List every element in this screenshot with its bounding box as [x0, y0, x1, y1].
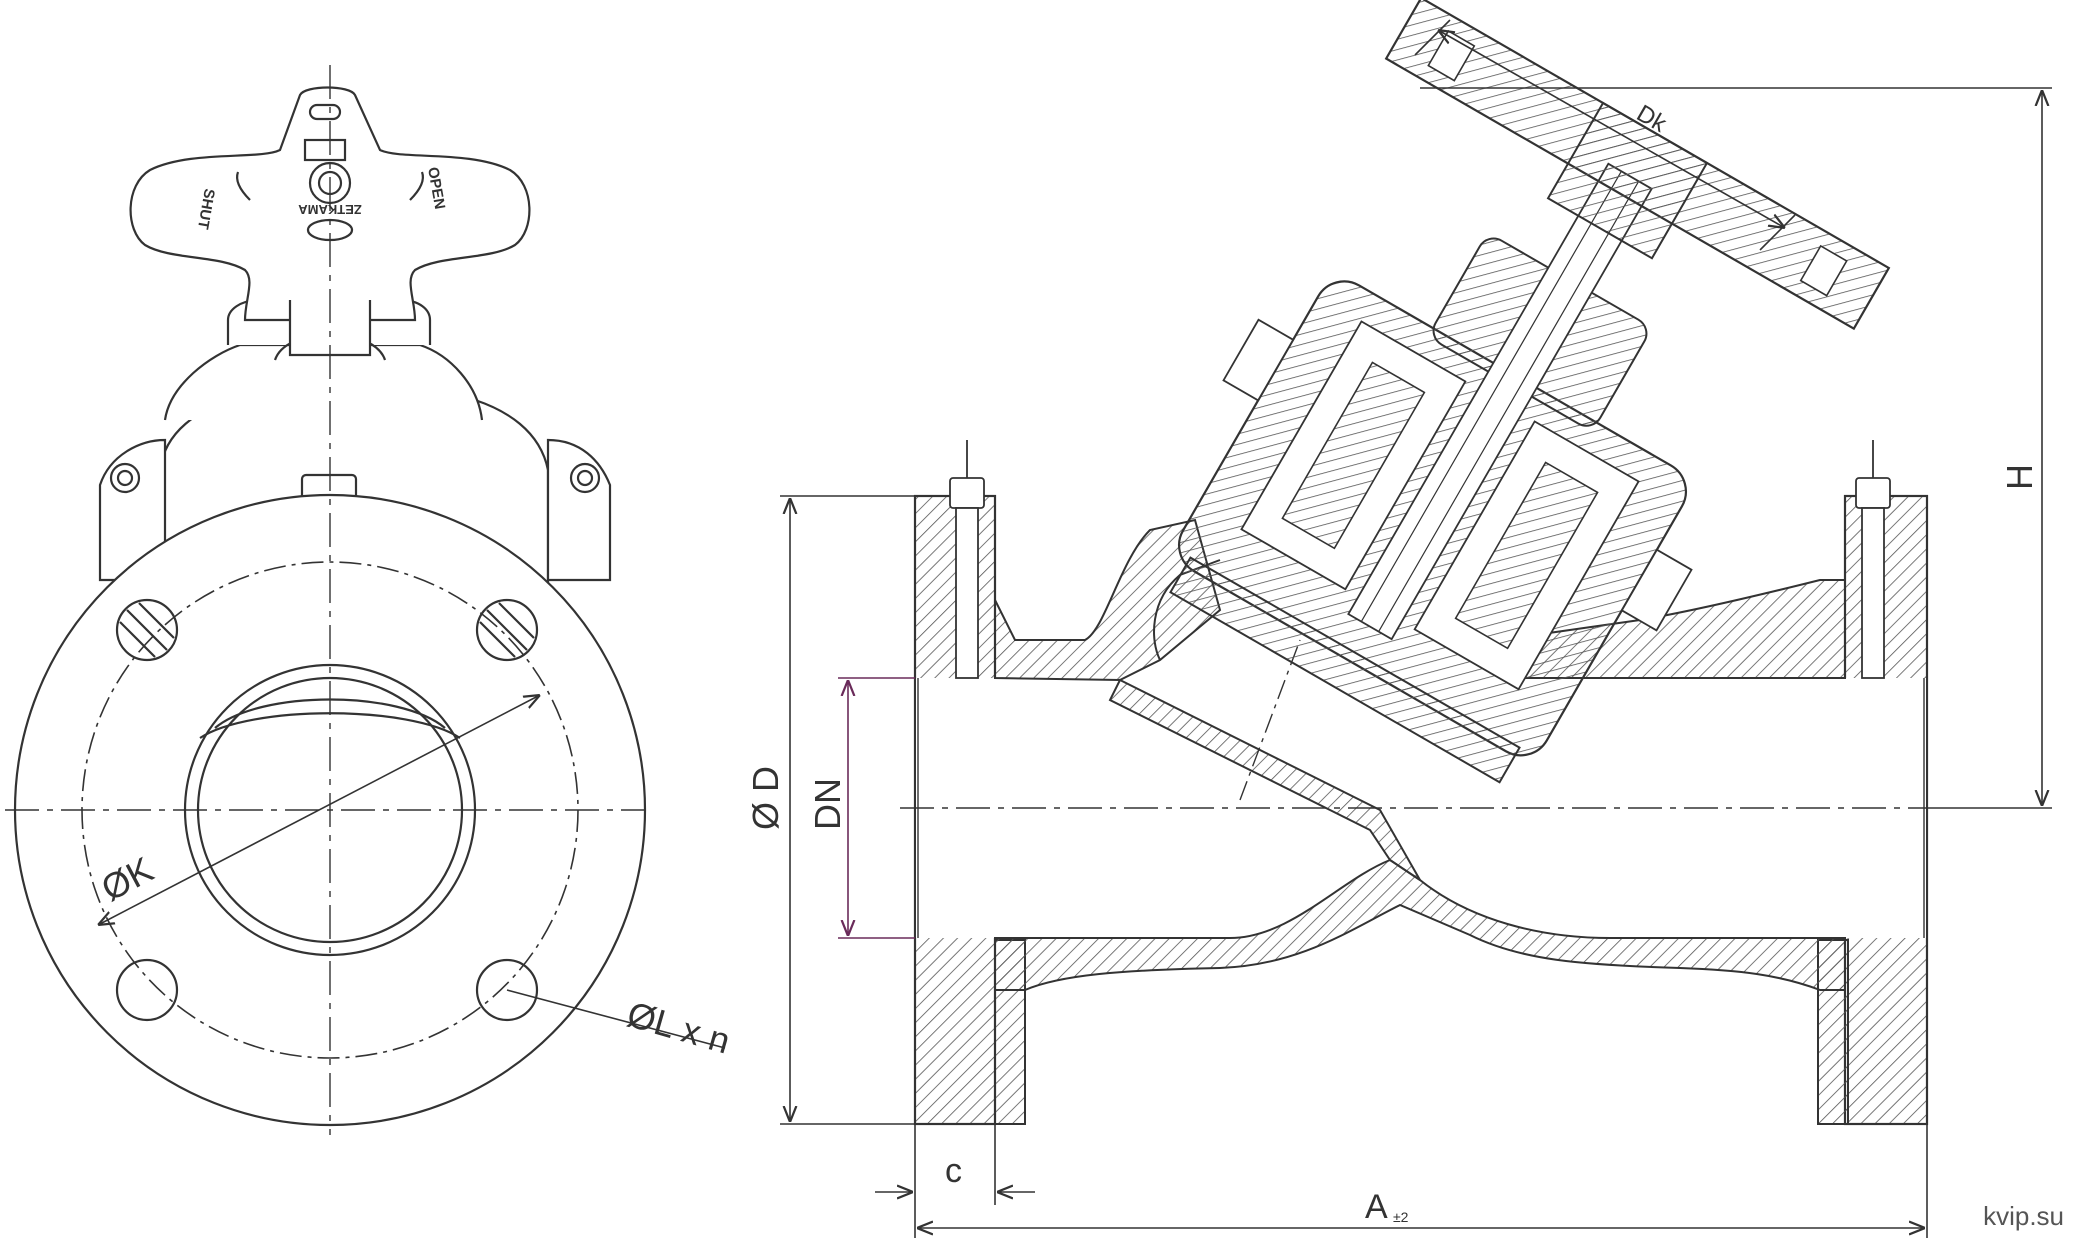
handwheel-shut-text: SHUT	[194, 187, 218, 230]
a-dimension	[914, 1124, 1928, 1238]
seat-wall	[1108, 678, 1421, 881]
c-label: c	[945, 1152, 962, 1190]
phi-l-label: ØL x n	[623, 993, 735, 1061]
c-dimension	[875, 1124, 1035, 1205]
a-label: A	[1365, 1188, 1388, 1226]
dn-label: DN	[807, 778, 848, 830]
h-label: H	[1999, 464, 2040, 490]
flange-bolts	[949, 440, 1891, 679]
phi-k-dimension-line	[98, 695, 540, 925]
phi-d-dimension	[780, 495, 915, 1125]
dn-dimension	[838, 677, 915, 939]
watermark: kvip.su	[1983, 1201, 2064, 1231]
body-upper-wall	[994, 518, 1222, 682]
bolt-holes	[115, 598, 539, 1022]
a-tolerance-label: ±2	[1393, 1209, 1409, 1225]
dk-dimension	[1414, 19, 1796, 251]
handwheel-brand-text: ZETKAMA	[298, 202, 362, 217]
phi-l-leader	[506, 989, 726, 1049]
phi-d-label: Ø D	[745, 766, 786, 830]
